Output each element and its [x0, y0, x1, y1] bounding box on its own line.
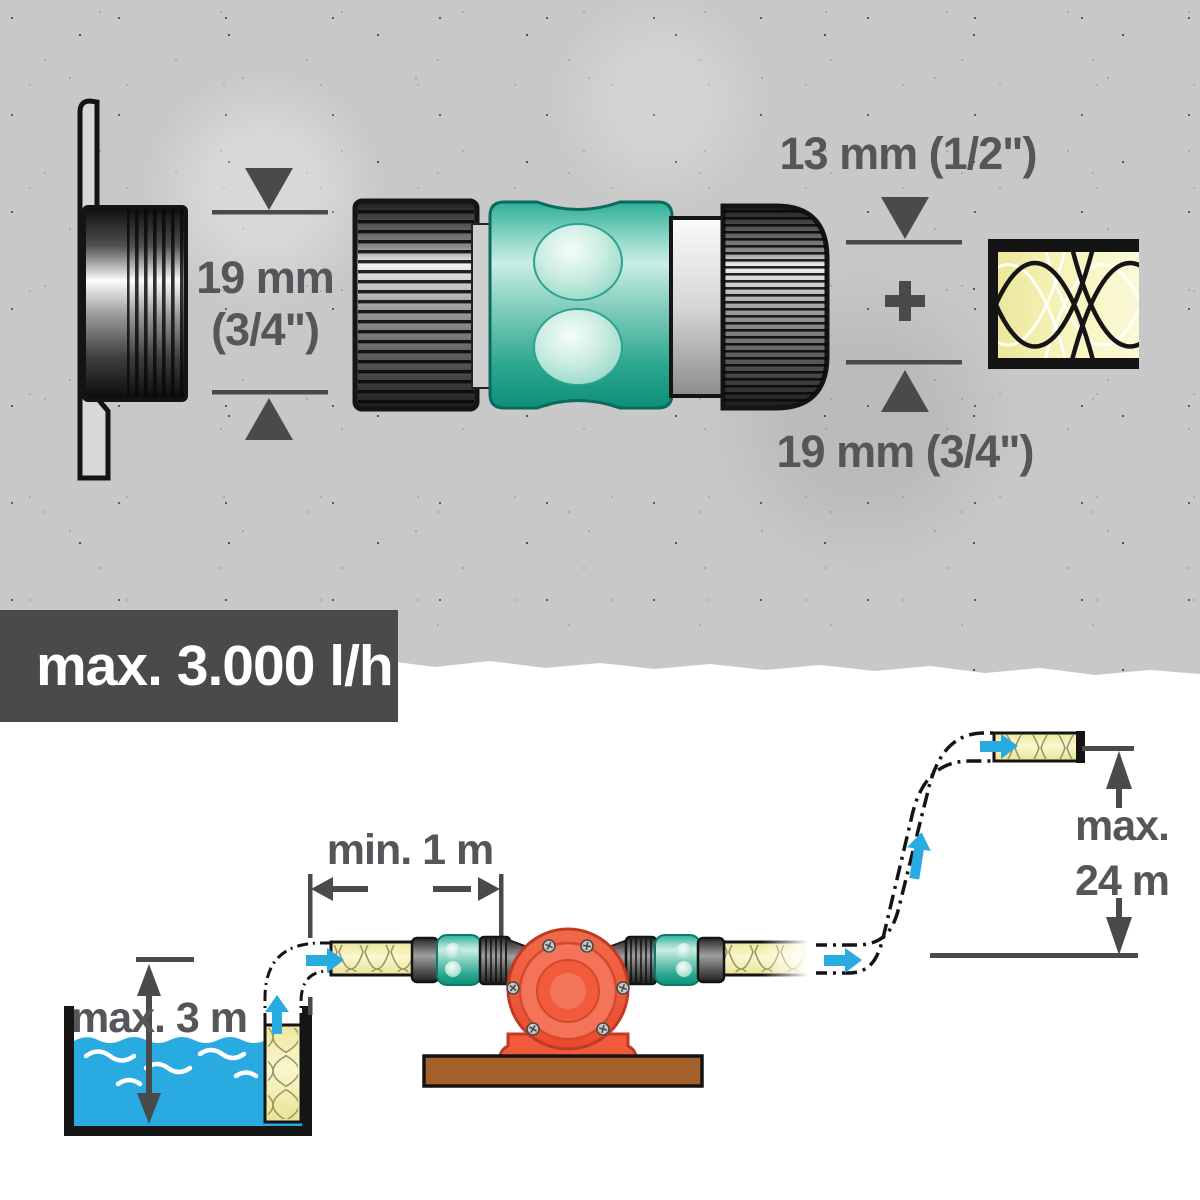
pump-hub	[550, 973, 586, 1009]
tap-dimension-label: 19 mm (3/4")	[196, 252, 335, 355]
dimension-arrow-down-icon	[137, 1093, 161, 1124]
water-waves	[83, 1047, 259, 1087]
dimension-arrow-up-icon	[1106, 751, 1132, 789]
hose-dimension-marker	[846, 197, 962, 412]
pump-installation-diagram	[64, 731, 1138, 1136]
connector-nut-left-small	[478, 935, 512, 986]
dimension-arrow-left-icon	[311, 877, 333, 901]
quick-connector-right	[654, 934, 701, 986]
flow-arrow-icon	[980, 734, 1018, 759]
dimension-arrow-down-icon	[881, 197, 929, 239]
flow-rate-banner: max. 3.000 l/h	[0, 610, 398, 722]
tap-dimension-marker	[212, 168, 328, 440]
pump-board	[422, 1054, 704, 1088]
flow-arrow-icon	[824, 948, 862, 973]
flow-arrow-icon	[907, 832, 931, 880]
hose-cap-left	[410, 936, 440, 984]
delivery-head-label: max. 24 m	[1074, 802, 1170, 906]
pump-hose-left	[329, 940, 423, 977]
hose-dimension-top-label: 13 mm (1/2")	[779, 128, 1038, 179]
connector-sleeve	[669, 216, 725, 398]
connector-release-button	[533, 308, 623, 386]
connector-release-button	[533, 223, 623, 301]
flow-arrows	[265, 734, 1018, 1034]
plus-icon	[885, 281, 925, 321]
suction-depth-label: max. 3 m	[70, 994, 248, 1042]
water-tank	[64, 1006, 312, 1136]
flow-arrow-icon	[265, 995, 289, 1034]
quick-connector-body	[488, 200, 674, 410]
dimension-arrow-up-icon	[881, 370, 929, 412]
dimension-arrow-down-icon	[245, 168, 293, 210]
hose-outlet	[992, 731, 1085, 763]
dimension-arrow-up-icon	[137, 964, 161, 996]
suction-depth-dimension	[136, 957, 194, 1124]
dimension-arrow-down-icon	[1106, 917, 1132, 955]
suction-hose	[263, 1023, 303, 1124]
connector-cap-right	[720, 203, 830, 411]
pump-screws	[506, 939, 630, 1036]
tap-and-connector-diagram	[77, 98, 1139, 481]
connector-nut-right-small	[624, 935, 658, 986]
flow-rate-label: max. 3.000 l/h	[36, 634, 394, 698]
hose-cap-right	[696, 936, 726, 984]
pump	[410, 927, 726, 1088]
delivery-head-dimension	[930, 746, 1138, 958]
connector-nut-left	[352, 198, 480, 412]
tap-thread	[82, 205, 188, 402]
hose-cross-section	[988, 239, 1139, 369]
flow-arrow-icon	[306, 948, 344, 973]
pump-distance-label: min. 1 m	[326, 826, 494, 874]
dimension-arrow-up-icon	[245, 398, 293, 440]
delivery-hose-outline	[812, 731, 995, 975]
pump-distance-dimension	[308, 874, 504, 1015]
dimension-arrow-right-icon	[478, 877, 500, 901]
quick-connector-left	[436, 934, 482, 986]
pump-hose-right	[720, 938, 816, 979]
hose-dimension-bottom-label: 19 mm (3/4")	[776, 426, 1035, 477]
